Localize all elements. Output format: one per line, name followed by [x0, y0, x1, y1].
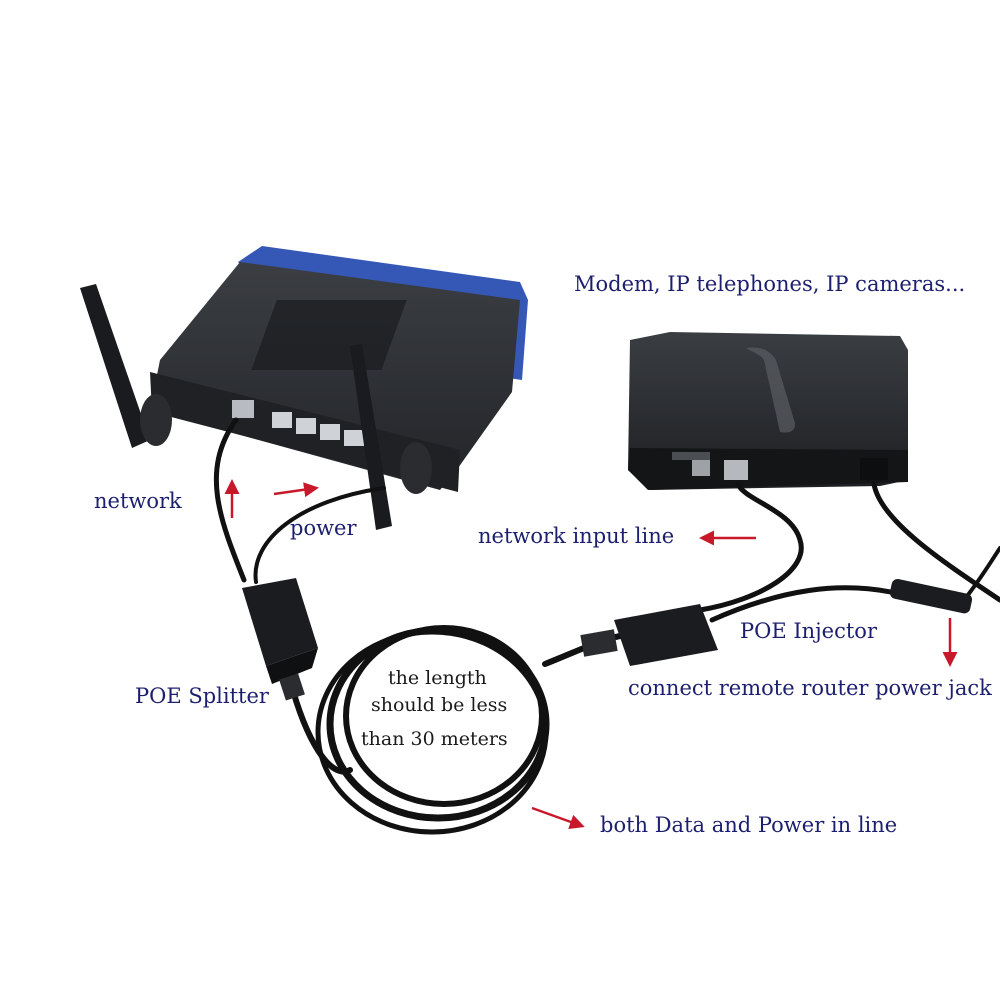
poe-splitter-label: POE Splitter — [135, 684, 269, 708]
router-lan-ports — [272, 412, 364, 446]
top-caption: Modem, IP telephones, IP cameras... — [574, 272, 966, 296]
arrow-power — [273, 482, 319, 498]
modem-device — [628, 332, 908, 490]
router-wan-port — [232, 400, 254, 418]
modem-power-jack — [860, 458, 888, 480]
modem-network-port — [724, 460, 748, 480]
router-antenna-left — [80, 284, 150, 448]
modem-phone-port — [692, 460, 710, 476]
power-label: power — [290, 516, 357, 540]
annotation-arrows — [224, 479, 958, 829]
arrow-data-power — [531, 806, 585, 829]
poe-injector-label: POE Injector — [740, 619, 877, 643]
both-data-power-label: both Data and Power in line — [600, 813, 898, 837]
connect-remote-label: connect remote router power jack — [628, 677, 992, 700]
poe-splitter-device — [242, 578, 318, 701]
poe-injector-device — [580, 579, 973, 666]
network-label: network — [94, 489, 182, 513]
length-note-line2: should be less — [371, 694, 508, 716]
router-antenna-right — [350, 344, 392, 530]
cables — [213, 417, 1000, 835]
network-input-line-label: network input line — [478, 524, 675, 548]
length-note-line3: than 30 meters — [361, 728, 508, 750]
router — [80, 246, 528, 530]
length-note-line1: the length — [388, 667, 487, 689]
